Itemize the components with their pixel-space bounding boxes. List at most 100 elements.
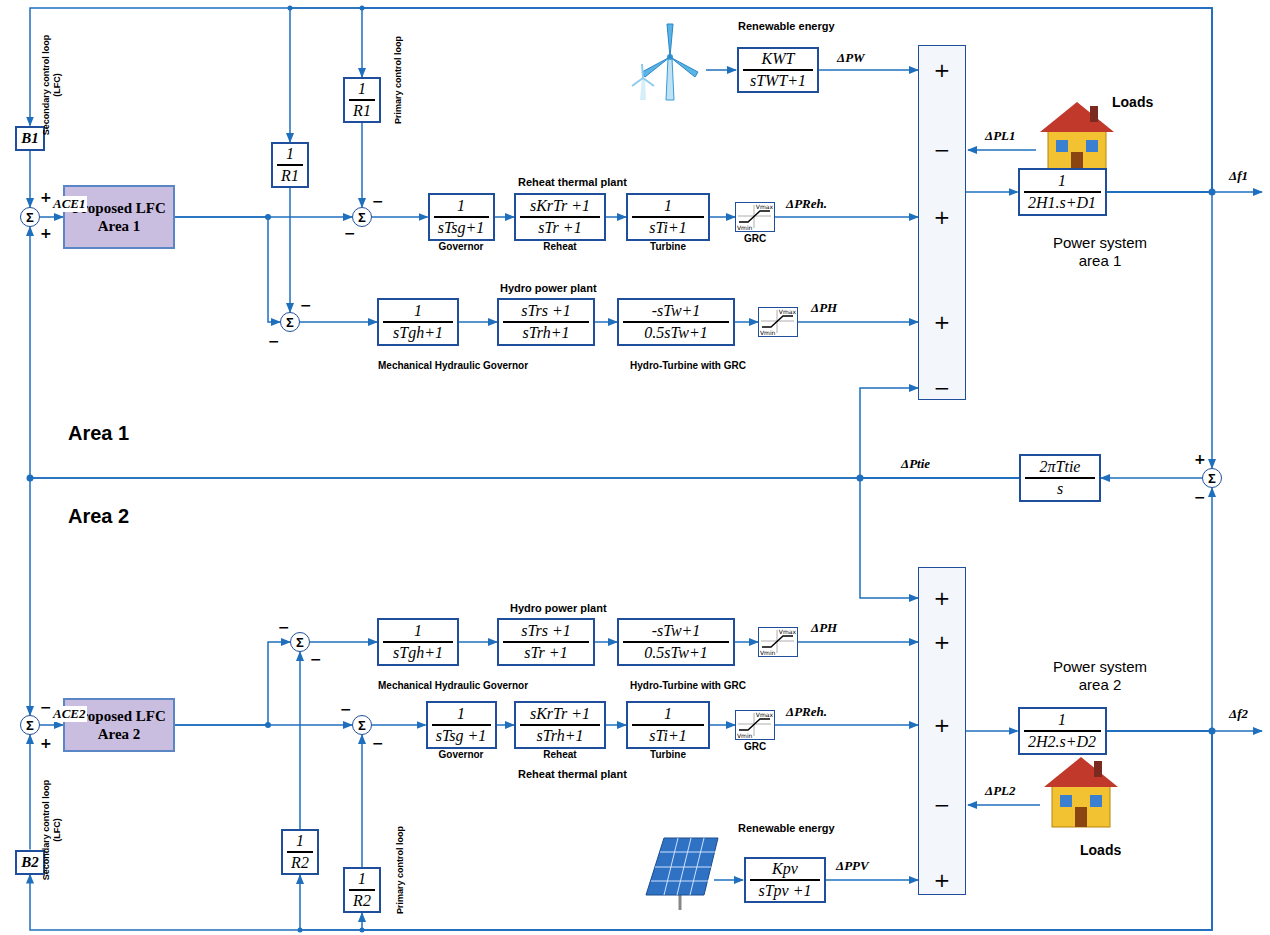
denominator: sTi+1 xyxy=(645,727,690,745)
signal-line xyxy=(361,735,363,867)
input-sign: + xyxy=(919,58,965,82)
denominator: s xyxy=(1053,480,1067,498)
signal-line xyxy=(30,227,1019,478)
signal-line xyxy=(310,641,377,643)
annotation: Reheat thermal plant xyxy=(518,176,627,188)
sum-symbol: Σ xyxy=(358,211,366,224)
gain-box: B2 xyxy=(15,850,45,875)
signal-line xyxy=(826,879,918,881)
annotation: Renewable energy xyxy=(738,822,835,834)
transfer-function-box: sKrTr +1sTr +1Reheat xyxy=(514,193,606,241)
fraction-bar xyxy=(623,321,729,323)
transfer-function-box: 12H2.s+D2 xyxy=(1018,707,1107,755)
numerator: KWT xyxy=(758,50,799,68)
transfer-function-box: 1sTsg +1Governor xyxy=(426,701,497,749)
annotation: Δf1 xyxy=(1228,168,1249,184)
signal-line xyxy=(966,191,1018,193)
signal-line xyxy=(595,321,617,323)
power-summation-block: +−++− xyxy=(918,45,966,400)
transfer-function-box: 1R1 xyxy=(271,142,309,188)
fraction-bar xyxy=(1024,191,1101,193)
signal-arrows xyxy=(706,70,1262,880)
sign-label: − xyxy=(344,226,356,240)
gain-label: B1 xyxy=(21,130,39,147)
annotation: Hydro power plant xyxy=(500,282,597,294)
transfer-function-box: 1R1 xyxy=(343,77,381,123)
fraction-bar xyxy=(632,216,704,218)
sign-label: − xyxy=(268,334,280,348)
loop-label: Primary control loop xyxy=(395,826,406,914)
transfer-function-box: KWT sTWT+1 xyxy=(737,47,819,93)
signal-line xyxy=(290,8,1212,192)
signal-line xyxy=(1107,192,1213,468)
transfer-function-box: -sTw+1 0.5sTw+1 xyxy=(617,618,735,666)
limit-max: Vmax xyxy=(756,711,773,718)
signal-line xyxy=(606,724,626,726)
numerator: 1 xyxy=(1054,711,1070,729)
loop-label: Primary control loop xyxy=(393,36,404,124)
fraction-bar xyxy=(632,724,704,726)
sum-symbol: Σ xyxy=(358,719,366,732)
annotation: ΔPReh. xyxy=(785,704,828,720)
transfer-function-box: sTrs +1sTrh+1 xyxy=(497,298,595,346)
denominator: 2H1.s+D1 xyxy=(1024,194,1100,212)
loop-label: Secondary control loop (LFC) xyxy=(41,30,63,140)
annotation: Mechanical Hydraulic Governor xyxy=(378,360,528,371)
fraction-bar xyxy=(503,321,589,323)
transfer-function-box: 1R2 xyxy=(281,829,319,875)
annotation: Renewable energy xyxy=(738,20,835,32)
signal-line xyxy=(819,69,918,71)
sign-label: − xyxy=(300,298,312,312)
input-sign: + xyxy=(919,205,965,229)
denominator: 0.5sTw+1 xyxy=(640,324,711,342)
fraction-bar xyxy=(349,99,375,101)
sum-symbol: Σ xyxy=(1208,472,1216,485)
numerator: -sTw+1 xyxy=(648,622,705,640)
numerator: 1 xyxy=(660,197,676,215)
annotation: Reheat thermal plant xyxy=(518,768,627,780)
numerator: 1 xyxy=(660,705,676,723)
signal-line xyxy=(1101,477,1202,479)
signal-line xyxy=(361,123,363,207)
denominator: sTi+1 xyxy=(645,219,690,237)
annotation: ACE2 xyxy=(52,706,87,722)
numerator: 1 xyxy=(292,832,308,850)
transfer-function-box: 1sTi+1Turbine xyxy=(626,193,710,241)
fraction-bar xyxy=(277,164,303,166)
summing-junction: Σ xyxy=(20,715,40,735)
numerator: 1 xyxy=(410,622,426,640)
numerator: 1 xyxy=(1054,172,1070,190)
denominator: sTgh+1 xyxy=(389,644,447,662)
house-icon xyxy=(1040,102,1114,172)
annotation: ΔPL2 xyxy=(984,783,1017,799)
gain-box: B1 xyxy=(15,126,45,151)
denominator: 0.5sTw+1 xyxy=(640,644,711,662)
input-sign: + xyxy=(919,586,965,610)
block-name: GRC xyxy=(744,233,766,244)
annotation: Hydro-Turbine with GRC xyxy=(630,680,746,691)
denominator: sTpv +1 xyxy=(754,882,815,900)
annotation: Area 2 xyxy=(68,505,129,528)
rate-limiter-box: VmaxVmin xyxy=(758,627,798,657)
numerator: sTrs +1 xyxy=(517,302,575,320)
block-name: GRC xyxy=(744,741,766,752)
signal-line xyxy=(299,652,301,829)
summing-junction: Σ xyxy=(352,207,372,227)
limit-min: Vmin xyxy=(760,329,775,336)
numerator: 1 xyxy=(453,705,469,723)
numerator: 1 xyxy=(410,302,426,320)
sign-label: − xyxy=(40,700,52,714)
signal-line xyxy=(710,724,735,726)
rate-limiter-box: VmaxVmin xyxy=(758,307,798,337)
fraction-bar xyxy=(520,724,600,726)
numerator: -sTw+1 xyxy=(648,302,705,320)
numerator: 1 xyxy=(354,870,370,888)
annotation: ΔPL1 xyxy=(984,128,1017,144)
transfer-function-box: -sTw+1 0.5sTw+1 xyxy=(617,298,735,346)
signal-line xyxy=(775,216,918,218)
denominator: sTWT+1 xyxy=(746,72,810,90)
summing-junction: Σ xyxy=(352,715,372,735)
annotation: Hydro-Turbine with GRC xyxy=(630,360,746,371)
controller-box: Proposed LFC Area 1 xyxy=(63,185,175,249)
fraction-bar xyxy=(1024,730,1101,732)
